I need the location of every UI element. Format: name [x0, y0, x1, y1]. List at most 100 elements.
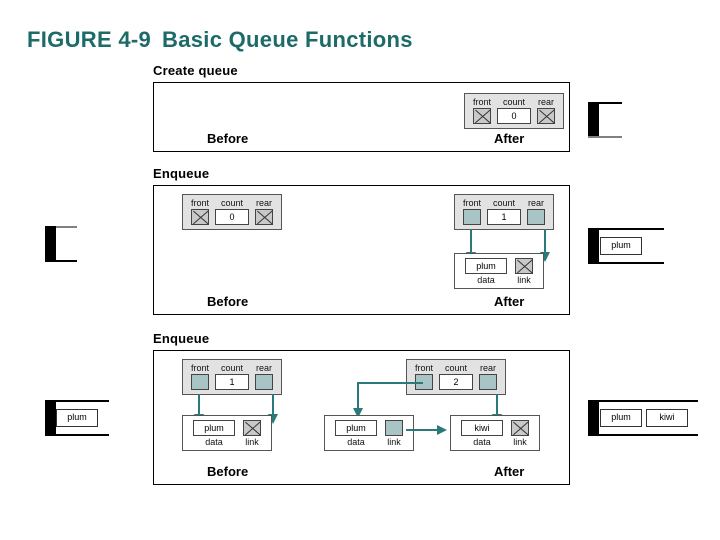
count-label: count [493, 198, 516, 208]
side-chip-plum-p2: plum [600, 237, 642, 255]
node-data-value: plum [465, 258, 507, 274]
side-bracket-left-p3 [45, 400, 109, 436]
section-caption-enqueue-2: Enqueue [153, 331, 210, 346]
queue-head-before-p3: front count 1 rear [182, 359, 283, 395]
front-arrow-p3 [353, 382, 363, 418]
side-bracket-right-p1 [588, 102, 622, 138]
rear-null-icon [255, 209, 274, 225]
node-plum-before-p3: plum data link [182, 415, 272, 451]
data-label: data [477, 275, 495, 285]
front-label: front [415, 363, 434, 373]
node-plum-after-p2: plum data link [454, 253, 544, 289]
panel-create-queue: front count 0 rear Before After [153, 82, 570, 152]
node-field-data: plum data [335, 420, 377, 448]
front-pointer-box [463, 209, 481, 225]
rear-label: rear [538, 97, 555, 107]
section-caption-create-queue: Create queue [153, 63, 238, 78]
node-field-link: link [243, 420, 261, 448]
front-pointer-box [191, 374, 209, 390]
count-value: 1 [215, 374, 250, 390]
front-arrow-p2 [466, 229, 476, 262]
queue-head-after-p1: front count 0 rear [464, 93, 565, 129]
panel-enqueue-2: front count 1 rear plum data link front [153, 350, 570, 485]
queue-head-field-front: front [191, 363, 209, 390]
count-label: count [221, 198, 244, 208]
node-field-data: plum data [465, 258, 507, 286]
count-label: count [221, 363, 244, 373]
node-kiwi-after-p3: kiwi data link [450, 415, 540, 451]
side-chip-kiwi-right-p3: kiwi [646, 409, 688, 427]
front-arrow-before-p3 [194, 394, 204, 424]
node-field-link: link [385, 420, 403, 448]
queue-head-field-rear: rear [527, 198, 546, 225]
plum-to-kiwi-arrow-p3 [406, 425, 447, 435]
queue-head-field-rear: rear [255, 363, 274, 390]
queue-head-field-front: front [463, 198, 481, 225]
queue-head-field-rear: rear [479, 363, 498, 390]
link-null-icon [511, 420, 529, 436]
queue-head-field-rear: rear [537, 97, 556, 124]
queue-head-field-front: front [191, 198, 209, 225]
link-label: link [517, 275, 531, 285]
side-bracket-right-p2 [588, 228, 664, 264]
link-label: link [513, 437, 527, 447]
rear-label: rear [256, 363, 273, 373]
before-label-p3: Before [207, 464, 249, 479]
front-null-icon [191, 209, 209, 225]
queue-head-before-p2: front count 0 rear [182, 194, 283, 230]
link-null-icon [243, 420, 261, 436]
rear-arrow-p2 [540, 229, 550, 262]
side-bracket-left-p2 [45, 226, 77, 262]
after-label-p3: After [494, 464, 525, 479]
node-data-value: kiwi [461, 420, 503, 436]
node-data-value: plum [335, 420, 377, 436]
node-data-value: plum [193, 420, 235, 436]
data-label: data [205, 437, 223, 447]
link-label: link [245, 437, 259, 447]
data-label: data [473, 437, 491, 447]
rear-arrow-p3 [492, 394, 502, 424]
rear-null-icon [537, 108, 556, 124]
page-title: FIGURE 4-9 Basic Queue Functions [27, 27, 413, 53]
queue-head-field-count: count 0 [215, 198, 250, 225]
side-bracket-right-p3 [588, 400, 698, 436]
count-value: 0 [497, 108, 532, 124]
queue-head-field-count: count 0 [497, 97, 532, 124]
count-label: count [445, 363, 468, 373]
queue-head-after-p3: front count 2 rear [406, 359, 507, 395]
queue-head-field-front: front [415, 363, 433, 390]
node-field-data: kiwi data [461, 420, 503, 448]
queue-head-field-count: count 1 [487, 198, 522, 225]
front-label: front [191, 198, 210, 208]
count-value: 2 [439, 374, 474, 390]
after-label-p1: After [494, 131, 525, 146]
rear-arrow-before-p3 [268, 394, 278, 424]
before-label-p1: Before [207, 131, 249, 146]
front-label: front [463, 198, 482, 208]
queue-head-field-count: count 1 [215, 363, 250, 390]
link-label: link [387, 437, 401, 447]
queue-head-field-rear: rear [255, 198, 274, 225]
front-label: front [473, 97, 492, 107]
after-label-p2: After [494, 294, 525, 309]
node-field-link: link [515, 258, 533, 286]
side-chip-plum-right-p3: plum [600, 409, 642, 427]
node-field-link: link [511, 420, 529, 448]
rear-label: rear [256, 198, 273, 208]
section-caption-enqueue-1: Enqueue [153, 166, 210, 181]
rear-pointer-box [527, 209, 546, 225]
link-null-icon [515, 258, 533, 274]
link-pointer-box [385, 420, 403, 436]
count-label: count [503, 97, 526, 107]
rear-pointer-box [479, 374, 498, 390]
count-value: 1 [487, 209, 522, 225]
rear-label: rear [480, 363, 497, 373]
node-field-data: plum data [193, 420, 235, 448]
queue-head-field-front: front [473, 97, 491, 124]
figure-title-text: Basic Queue Functions [162, 27, 413, 52]
rear-pointer-box [255, 374, 274, 390]
rear-label: rear [528, 198, 545, 208]
figure-number: FIGURE 4-9 [27, 27, 152, 52]
front-wire-h-p3 [357, 382, 423, 384]
node-plum-after-p3: plum data link [324, 415, 414, 451]
